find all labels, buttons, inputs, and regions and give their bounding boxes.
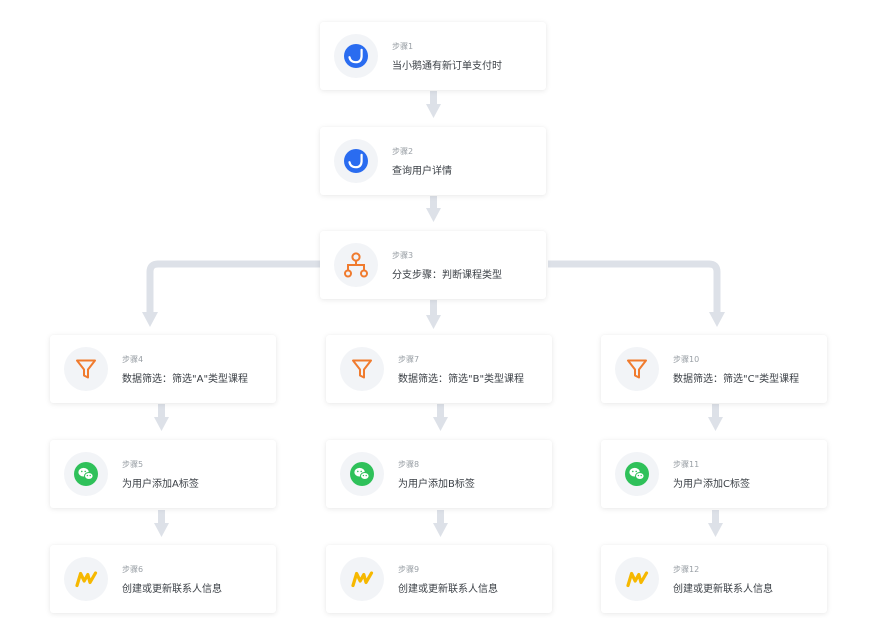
xiaoe-icon [334,34,378,78]
connector-step3-step4 [142,260,322,327]
step-title: 数据筛选：筛选"B"类型课程 [398,374,525,385]
connector-step4-step5 [154,404,169,431]
crm-icon [64,557,108,601]
step-title: 为用户添加B标签 [398,479,475,490]
step-label: 步骤1 [392,42,414,51]
step-label: 步骤9 [398,565,420,574]
filter-icon [340,347,384,391]
step-title: 查询用户详情 [392,166,452,177]
step-title: 数据筛选：筛选"C"类型课程 [673,374,800,385]
step-card-9[interactable]: 步骤9 创建或更新联系人信息 [326,545,552,613]
wechat-icon [340,452,384,496]
branch-icon [334,243,378,287]
step-card-5[interactable]: 步骤5 为用户添加A标签 [50,440,276,508]
step-label: 步骤11 [673,460,700,469]
step-label: 步骤4 [122,355,144,364]
crm-icon [615,557,659,601]
step-label: 步骤8 [398,460,420,469]
connector-step1-step2 [426,91,441,118]
wechat-icon [615,452,659,496]
connector-step7-step8 [433,404,448,431]
step-card-10[interactable]: 步骤10 数据筛选：筛选"C"类型课程 [601,335,827,403]
connector-step11-step12 [708,510,723,537]
step-card-8[interactable]: 步骤8 为用户添加B标签 [326,440,552,508]
step-card-11[interactable]: 步骤11 为用户添加C标签 [601,440,827,508]
step-card-6[interactable]: 步骤6 创建或更新联系人信息 [50,545,276,613]
xiaoe-icon [334,139,378,183]
step-label: 步骤6 [122,565,144,574]
connector-step8-step9 [433,510,448,537]
filter-icon [64,347,108,391]
connector-step3-step10 [548,260,725,327]
step-label: 步骤2 [392,147,414,156]
step-title: 当小鹅通有新订单支付时 [392,61,502,72]
wechat-icon [64,452,108,496]
step-card-1[interactable]: 步骤1 当小鹅通有新订单支付时 [320,22,546,90]
step-label: 步骤3 [392,251,414,260]
step-card-3[interactable]: 步骤3 分支步骤：判断课程类型 [320,231,546,299]
step-label: 步骤10 [673,355,700,364]
connector-step10-step11 [708,404,723,431]
crm-icon [340,557,384,601]
step-card-12[interactable]: 步骤12 创建或更新联系人信息 [601,545,827,613]
step-title: 为用户添加C标签 [673,479,750,490]
step-title: 创建或更新联系人信息 [398,584,498,595]
step-title: 创建或更新联系人信息 [673,584,773,595]
step-title: 创建或更新联系人信息 [122,584,222,595]
step-card-7[interactable]: 步骤7 数据筛选：筛选"B"类型课程 [326,335,552,403]
filter-icon [615,347,659,391]
connector-step3-step7 [426,300,441,329]
step-label: 步骤7 [398,355,420,364]
connector-step2-step3 [426,196,441,222]
step-label: 步骤12 [673,565,700,574]
step-title: 分支步骤：判断课程类型 [392,270,502,281]
step-label: 步骤5 [122,460,144,469]
connector-step5-step6 [154,510,169,537]
step-title: 为用户添加A标签 [122,479,199,490]
step-card-4[interactable]: 步骤4 数据筛选：筛选"A"类型课程 [50,335,276,403]
step-title: 数据筛选：筛选"A"类型课程 [122,374,249,385]
step-card-2[interactable]: 步骤2 查询用户详情 [320,127,546,195]
